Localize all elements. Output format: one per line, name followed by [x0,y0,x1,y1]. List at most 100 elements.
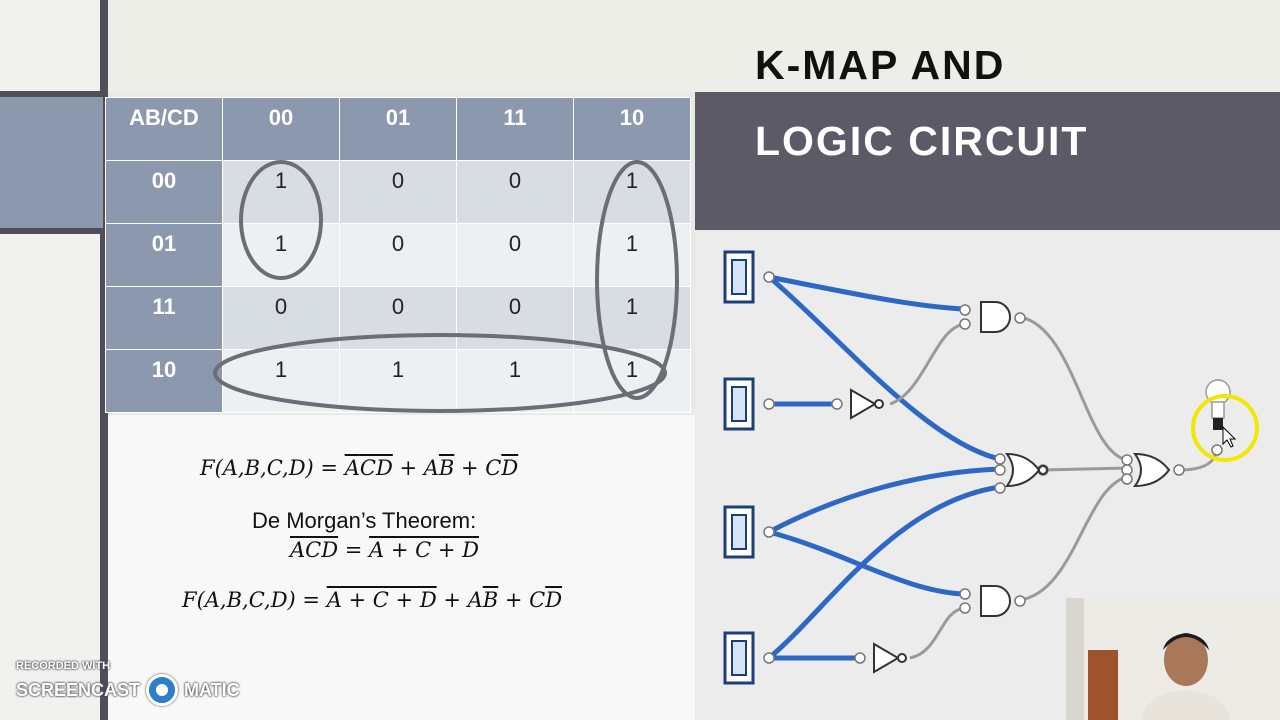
group-loop-col00 [239,160,323,280]
logic-circuit-diagram [723,250,1259,685]
wire-and1-to-or-final [1019,315,1128,462]
theorem-label: De Morgan’s Theorem: [252,508,477,533]
terminal-dot [1121,473,1133,485]
equation-panel [108,415,695,720]
switch-a[interactable] [723,250,755,304]
wire-or3-to-or-final [1042,466,1128,472]
screencast-watermark: RECORDED WITH SCREENCAST MATIC [16,660,240,706]
group-loop-col10 [595,160,679,400]
terminal-dot [994,453,1006,465]
switch-d[interactable] [723,631,755,685]
demorgan-identity: ACD = A + C + D [290,538,479,562]
terminal-dot [763,652,775,664]
eq1-plus-c: + C [454,456,502,480]
terminal-dot [959,602,971,614]
eq2-nor-term: A + C + D [326,588,437,612]
kmap-cell: 0 [456,160,574,224]
wire-a-to-or3 [766,274,1003,462]
kmap-col-header: 10 [573,97,691,161]
kmap-cell: 1 [456,349,574,413]
kmap-col-header: 01 [339,97,457,161]
cursor-highlight-ring [1191,394,1259,462]
wire-not2-to-and2 [909,606,966,660]
switch-c[interactable] [723,505,755,559]
not-gate-1 [850,388,884,420]
terminal-dot [763,398,775,410]
and-gate-2 [980,585,1011,617]
kmap-group-loops [213,160,679,413]
kmap-col-header: 00 [222,97,340,161]
accent-block [0,97,103,229]
kmap-row-header: 11 [105,286,223,350]
slide-title-line2: LOGIC CIRCUIT [755,118,1089,164]
group-loop-row10 [213,333,667,413]
webcam-overlay [1066,598,1280,720]
terminal-dot [854,652,866,664]
webcam-feed [1066,598,1280,720]
wire-c-to-and2 [766,529,968,597]
kmap-row-header: 10 [105,349,223,413]
slide-title-line1: K-MAP AND [755,42,1006,88]
pointer-cursor-icon [1222,425,1237,448]
kmap-cell: 1 [339,349,457,413]
kmap-cell: 0 [456,223,574,287]
kmap-cell: 0 [339,160,457,224]
watermark-brand: SCREENCAST MATIC [16,674,240,706]
switch-b[interactable] [723,377,755,431]
wire-not1-to-and1 [889,322,966,406]
terminal-dot [1121,454,1133,466]
terminal-dot [959,304,971,316]
terminal-dot [994,482,1006,494]
wire-c-to-or3 [766,466,1003,535]
watermark-brand-left: SCREENCAST [16,679,141,700]
eq1-d2-bar: D [501,456,519,480]
dm-a-bar: A [290,538,306,562]
eq1-plus-a: + A [392,456,439,480]
dm-d-bar: D [321,538,339,562]
kmap-cell: 0 [339,223,457,287]
and-gate-1 [980,301,1011,333]
not-gate-2 [873,642,907,674]
dm-equals: = [338,538,370,562]
wire-d-to-or3 [766,484,1003,661]
terminal-dot [994,464,1006,476]
eq1-lhs: F(A,B,C,D) = [200,456,345,480]
horizontal-divider-lower [0,228,108,234]
top-panel [108,0,1280,92]
vertical-divider [100,0,108,720]
wire-a-to-and1 [766,274,968,312]
dm-c-bar: C [305,538,322,562]
eq2-plus-a: + A [436,588,483,612]
or-gate-3input [1005,452,1041,488]
eq2-d-bar: D [545,588,563,612]
terminal-dot [763,271,775,283]
terminal-dot [1173,464,1185,476]
equation-final: F(A,B,C,D) = A + C + D + AB + CD [182,588,562,612]
eq2-plus-c: + C [498,588,546,612]
kmap-row-header: 01 [105,223,223,287]
eq1-a-bar: A [344,456,360,480]
eq1-d-bar: D [375,456,393,480]
nor-bubble [1038,465,1048,475]
light-bulb-icon [1205,379,1231,430]
terminal-dot [1014,312,1026,324]
horizontal-divider [0,91,108,97]
or-gate-final [1133,452,1171,488]
eq1-c-bar: C [359,456,376,480]
terminal-dot [763,526,775,538]
terminal-dot [831,398,843,410]
terminal-dot [1014,595,1026,607]
kmap-cell: 1 [222,349,340,413]
screencast-logo-icon [146,674,179,706]
watermark-recorded-with: RECORDED WITH [16,660,111,672]
title-band [695,92,1280,230]
wire-and2-to-or-final [1019,475,1128,602]
equation-simplified: F(A,B,C,D) = ACD + AB + CD [200,456,518,480]
eq2-b-bar: B [482,588,499,612]
kmap-cell: 1 [573,223,691,287]
wire-out-to-bulb [1178,449,1219,472]
kmap-corner: AB/CD [105,97,223,161]
terminal-dot [1211,444,1223,456]
dm-rhs: A + C + D [369,538,480,562]
watermark-brand-right: MATIC [184,679,240,700]
